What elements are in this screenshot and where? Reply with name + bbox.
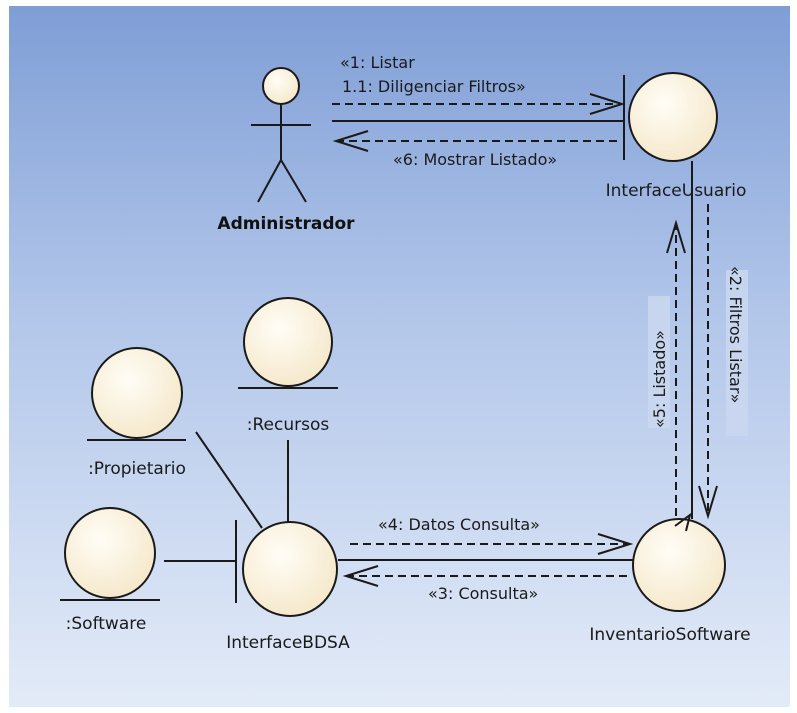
- message-5-listado: «5: Listado»: [650, 330, 669, 428]
- message-4-datos-consulta: «4: Datos Consulta»: [378, 515, 540, 534]
- link-bdsa-inventario: [338, 533, 634, 587]
- interface-usuario-label: InterfaceUsuario: [606, 181, 747, 201]
- link-interfaceusuario-inventario: [666, 161, 718, 520]
- node-propietario[interactable]: [87, 347, 186, 441]
- node-recursos[interactable]: [238, 297, 338, 389]
- inventario-software-label: InventarioSoftware: [589, 625, 750, 645]
- message-2-bg: [726, 270, 748, 436]
- message-2-filtros-listar: «2: Filtros Listar»: [726, 266, 745, 403]
- software-label: :Software: [66, 614, 147, 634]
- link-actor-interfaceusuario: [332, 93, 626, 152]
- node-inventario-software[interactable]: [632, 512, 726, 612]
- actor-head-icon: [262, 67, 300, 105]
- recursos-label: :Recursos: [247, 415, 330, 435]
- actor-administrador[interactable]: [251, 67, 311, 203]
- node-interface-usuario[interactable]: [623, 72, 718, 162]
- propietario-label: :Propietario: [88, 459, 186, 479]
- actor-label: Administrador: [217, 214, 355, 234]
- message-3-consulta: «3: Consulta»: [428, 584, 538, 603]
- message-5-bg: [648, 296, 670, 428]
- link-propietario-bdsa: [195, 431, 263, 529]
- links-entities-bdsa: [164, 431, 289, 562]
- interface-bdsa-label: InterfaceBDSA: [226, 633, 350, 653]
- message-1-1-diligenciar-filtros: 1.1: Diligenciar Filtros»: [342, 77, 526, 96]
- message-1-listar: «1: Listar: [340, 53, 415, 72]
- node-software[interactable]: [60, 507, 160, 601]
- message-6-mostrar-listado: «6: Mostrar Listado»: [393, 150, 557, 169]
